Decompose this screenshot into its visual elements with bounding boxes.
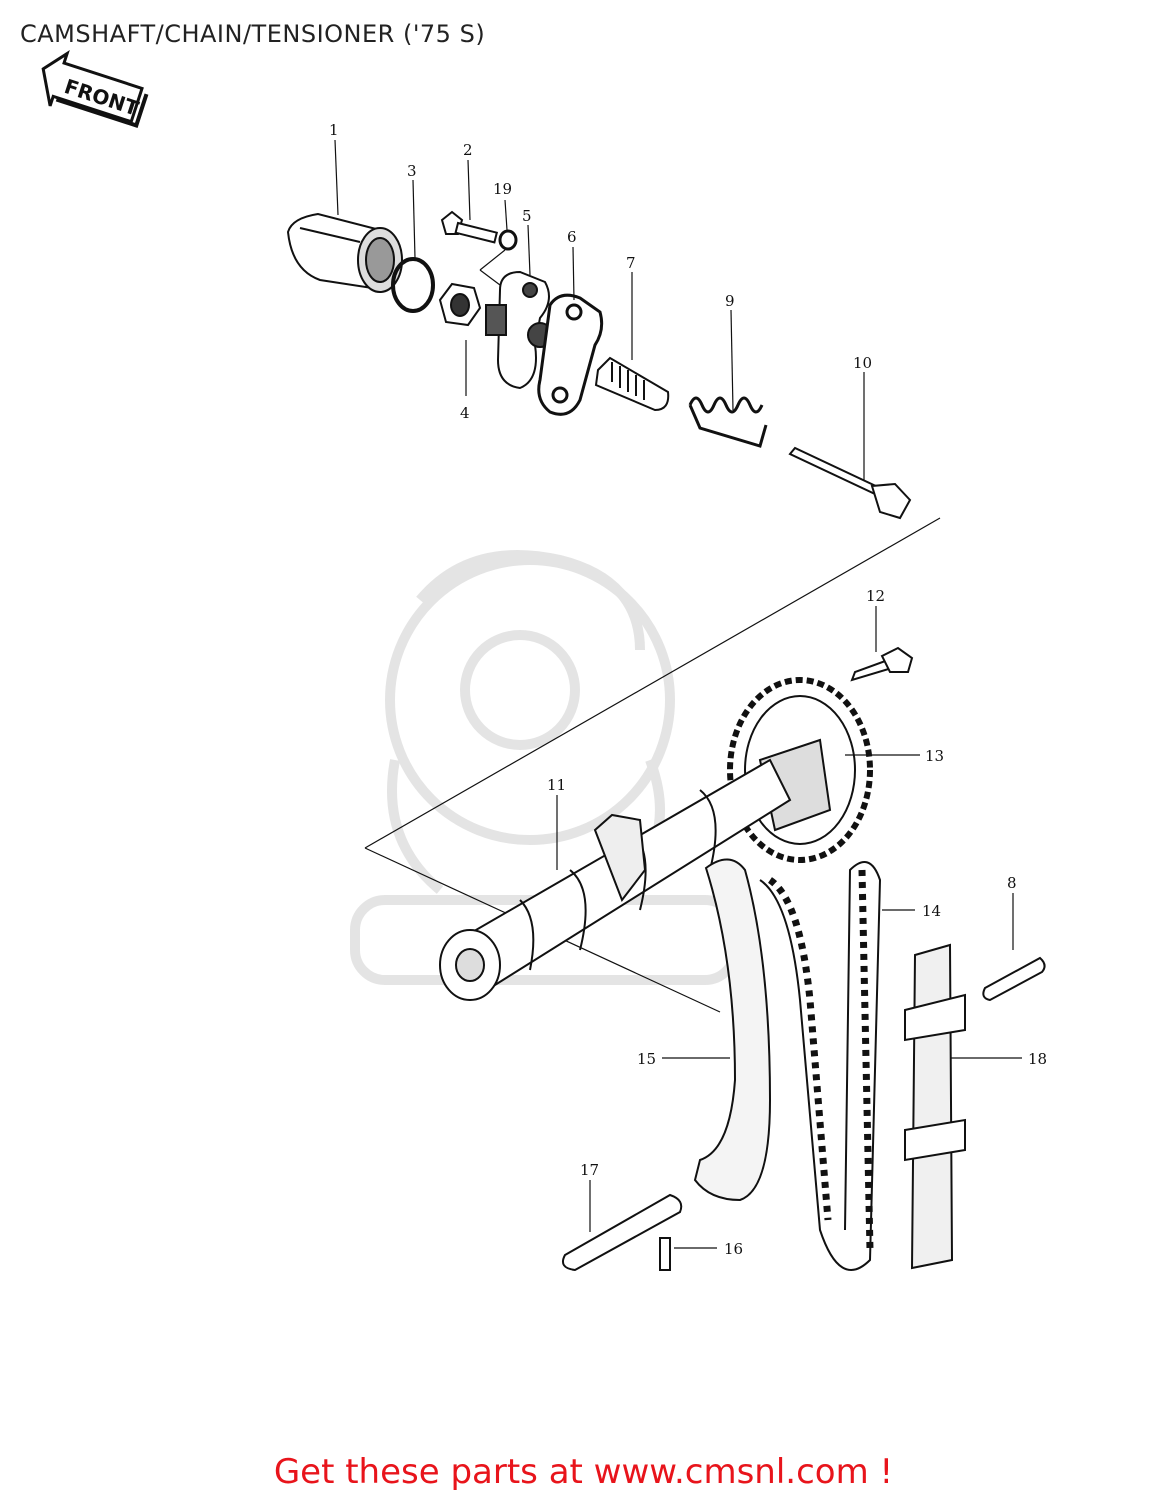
cmsnl-link[interactable]: Get these parts at www.cmsnl.com ! — [273, 1452, 894, 1492]
label-10: 10 — [853, 354, 872, 372]
part-16-dowel-pin — [659, 1237, 671, 1271]
label-3: 3 — [407, 162, 417, 180]
label-17: 17 — [580, 1161, 599, 1179]
part-11-camshaft — [439, 758, 792, 1001]
label-5: 5 — [522, 207, 532, 225]
label-7: 7 — [626, 254, 636, 272]
label-1: 1 — [329, 121, 339, 139]
part-14-chain — [759, 861, 882, 1271]
part-10-tensioner-bolt — [788, 446, 912, 520]
part-19-washer — [498, 229, 518, 251]
part-2-bolt — [440, 210, 499, 244]
label-16: 16 — [724, 1240, 743, 1258]
part-8-pin — [982, 956, 1046, 1002]
part-1-cap — [286, 212, 403, 293]
label-18: 18 — [1028, 1050, 1047, 1068]
part-18-chain-guide — [904, 943, 966, 1270]
label-9: 9 — [725, 292, 735, 310]
label-11: 11 — [547, 776, 566, 794]
footer-link-container: Get these parts at www.cmsnl.com ! — [0, 1452, 1167, 1492]
part-7-push-rod — [594, 356, 670, 412]
label-8: 8 — [1007, 874, 1017, 892]
label-6: 6 — [567, 228, 577, 246]
part-labels: 1 2 3 4 5 6 7 8 9 10 11 12 13 14 15 16 1… — [329, 121, 1047, 1258]
label-2: 2 — [463, 141, 473, 159]
part-3-oring — [391, 257, 435, 313]
page-title: CAMSHAFT/CHAIN/TENSIONER ('75 S) — [20, 20, 486, 48]
part-17-shaft — [562, 1193, 683, 1272]
part-15-tensioner-guide — [693, 858, 772, 1202]
label-14: 14 — [922, 902, 941, 920]
label-19: 19 — [493, 180, 512, 198]
part-5-tensioner-body — [485, 270, 553, 390]
label-4: 4 — [460, 404, 470, 422]
leader-lines — [334, 139, 1022, 1249]
label-15: 15 — [637, 1050, 656, 1068]
label-13: 13 — [925, 747, 944, 765]
part-4-nut — [438, 282, 482, 327]
part-6-gasket — [537, 293, 604, 416]
part-12-sprocket-bolt — [850, 646, 914, 682]
label-12: 12 — [866, 587, 885, 605]
part-9-spring — [688, 396, 768, 448]
front-arrow-icon: FRONT — [41, 50, 149, 128]
